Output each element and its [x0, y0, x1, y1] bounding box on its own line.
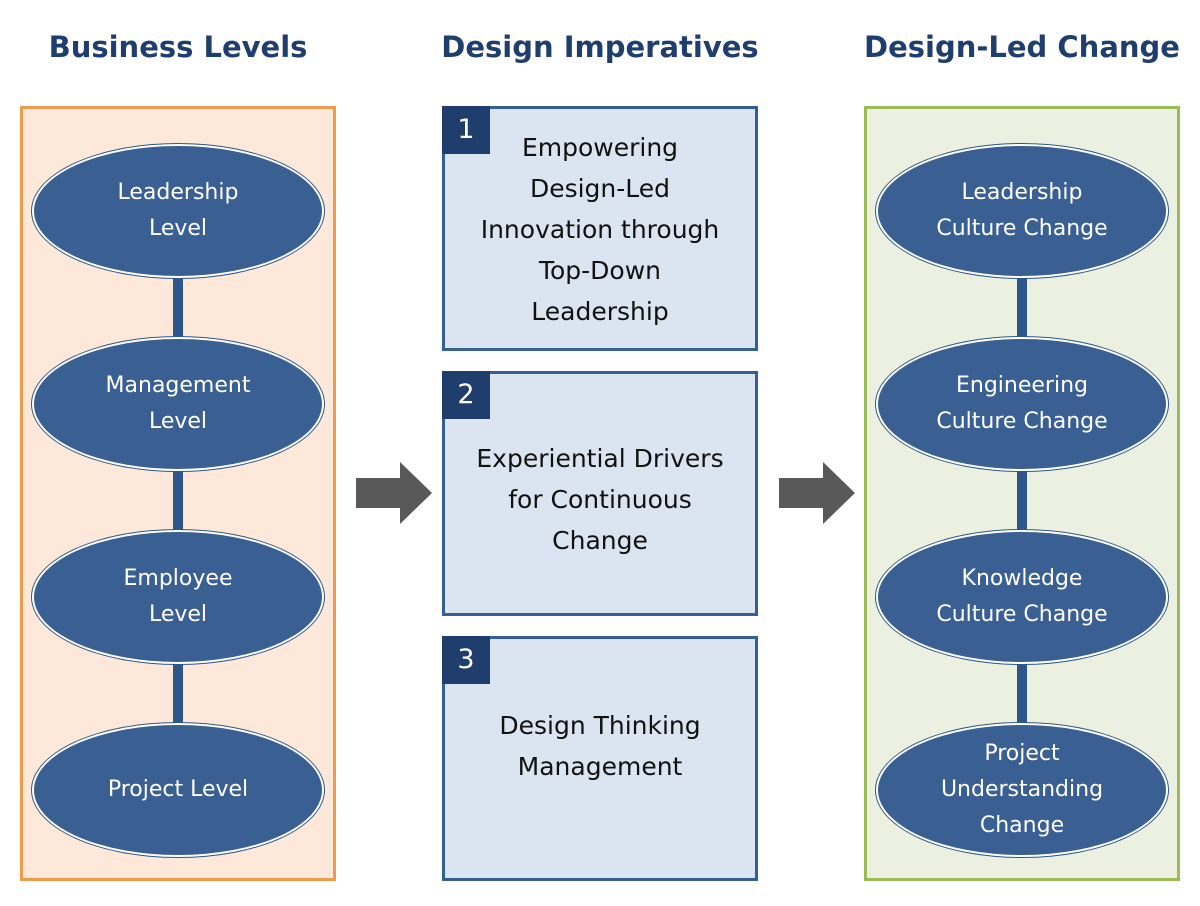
oval-line: Change [979, 813, 1065, 838]
design-led-change-connector [1017, 205, 1027, 805]
oval-line: Knowledge [961, 566, 1083, 591]
imperative-line: Top-Down [538, 256, 662, 285]
imperative-line: Empowering [521, 133, 679, 162]
imperative-box-3: 3 Design Thinking Management [442, 636, 758, 881]
imperative-number: 3 [442, 636, 490, 684]
oval-line: Culture Change [936, 409, 1108, 434]
imperative-line: Management [517, 751, 683, 781]
imperative-box-1: 1 Empowering Design-Led Innovation throu… [442, 106, 758, 351]
oval-line: Leadership [961, 180, 1083, 205]
oval-line: Management [105, 373, 251, 398]
imperative-line: Change [552, 526, 648, 555]
oval-line: Culture Change [936, 216, 1108, 241]
business-levels-connector [173, 205, 183, 805]
imperative-number: 1 [442, 106, 490, 154]
oval-line: Employee [123, 566, 233, 591]
imperative-line: Design-Led [529, 174, 671, 203]
oval-line: Culture Change [936, 602, 1108, 627]
oval-project-level: Project Level [32, 723, 324, 857]
imperative-line: Innovation through [480, 215, 720, 244]
imperative-box-2: 2 Experiential Drivers for Continuous Ch… [442, 371, 758, 616]
oval-line: Project [984, 741, 1060, 766]
oval-line: Project Level [107, 777, 249, 802]
imperative-line: for Continuous [508, 485, 692, 514]
arrow-right-icon [779, 462, 855, 524]
arrow-right-icon [356, 462, 432, 524]
design-led-change-title: Design-Led Change [864, 30, 1180, 64]
oval-line: Leadership [117, 180, 239, 205]
imperative-line: Design Thinking [499, 710, 701, 740]
oval-line: Level [148, 409, 208, 434]
oval-line: Level [148, 602, 208, 627]
imperative-line: Leadership [531, 297, 669, 326]
imperative-number: 2 [442, 371, 490, 419]
design-imperatives-title: Design Imperatives [441, 30, 759, 64]
imperative-line: Experiential Drivers [476, 444, 724, 473]
oval-line: Level [148, 216, 208, 241]
oval-line: Engineering [956, 373, 1088, 398]
oval-line: Understanding [940, 777, 1104, 802]
business-levels-title: Business Levels [48, 30, 308, 64]
